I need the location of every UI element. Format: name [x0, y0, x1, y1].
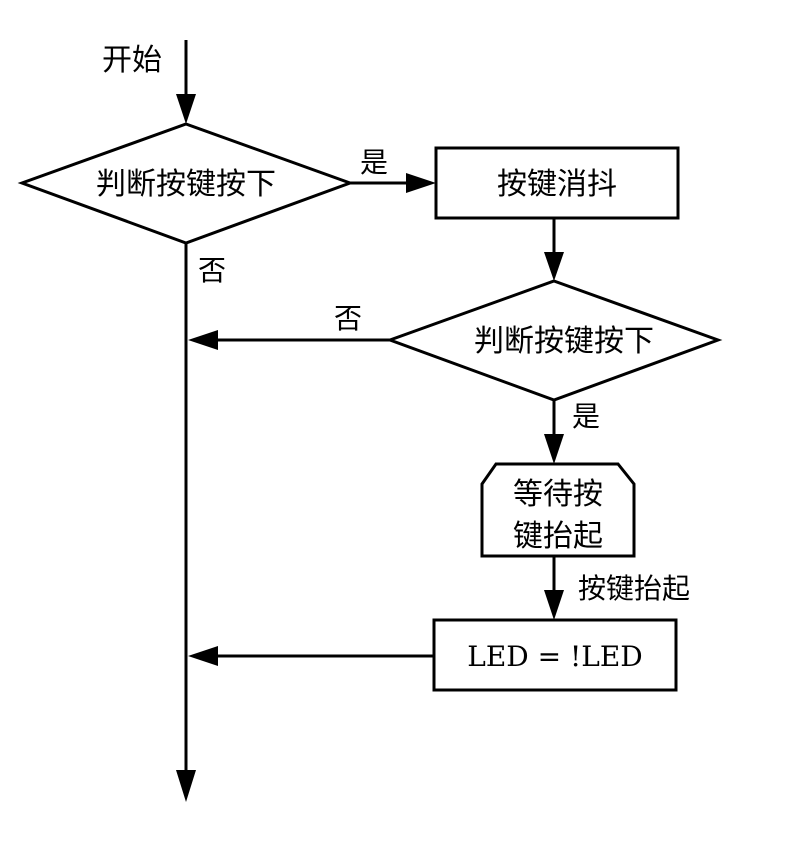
arrowhead-end	[176, 770, 196, 802]
arrowhead-led	[188, 646, 218, 666]
arrowhead-start	[176, 94, 196, 124]
yes-label-1: 是	[360, 146, 388, 179]
no-label-2: 否	[334, 302, 362, 335]
no-label-1: 否	[198, 254, 226, 287]
check-pressed-2-label: 判断按键按下	[474, 324, 654, 359]
wait-release-box	[480, 462, 636, 558]
arrowhead-yes-1	[406, 173, 436, 193]
arrowhead-yes-2	[544, 434, 564, 464]
arrowhead-released	[544, 590, 564, 620]
yes-label-2: 是	[572, 400, 600, 433]
check-pressed-1-label: 判断按键按下	[96, 167, 276, 202]
decision-check-pressed-1	[17, 122, 355, 245]
start-label: 开始	[102, 43, 162, 78]
arrowhead-no-2	[188, 330, 218, 350]
wait-release-label-line2: 键抬起	[513, 519, 603, 554]
wait-release-label-line1: 等待按	[513, 477, 603, 512]
arrowhead-debounce	[544, 252, 564, 281]
decision-check-pressed-2	[385, 279, 723, 402]
toggle-led-label: LED = !LED	[467, 640, 642, 673]
released-label: 按键抬起	[578, 572, 690, 605]
debounce-label: 按键消抖	[497, 167, 617, 202]
process-debounce	[434, 146, 680, 220]
process-toggle-led	[432, 618, 678, 692]
